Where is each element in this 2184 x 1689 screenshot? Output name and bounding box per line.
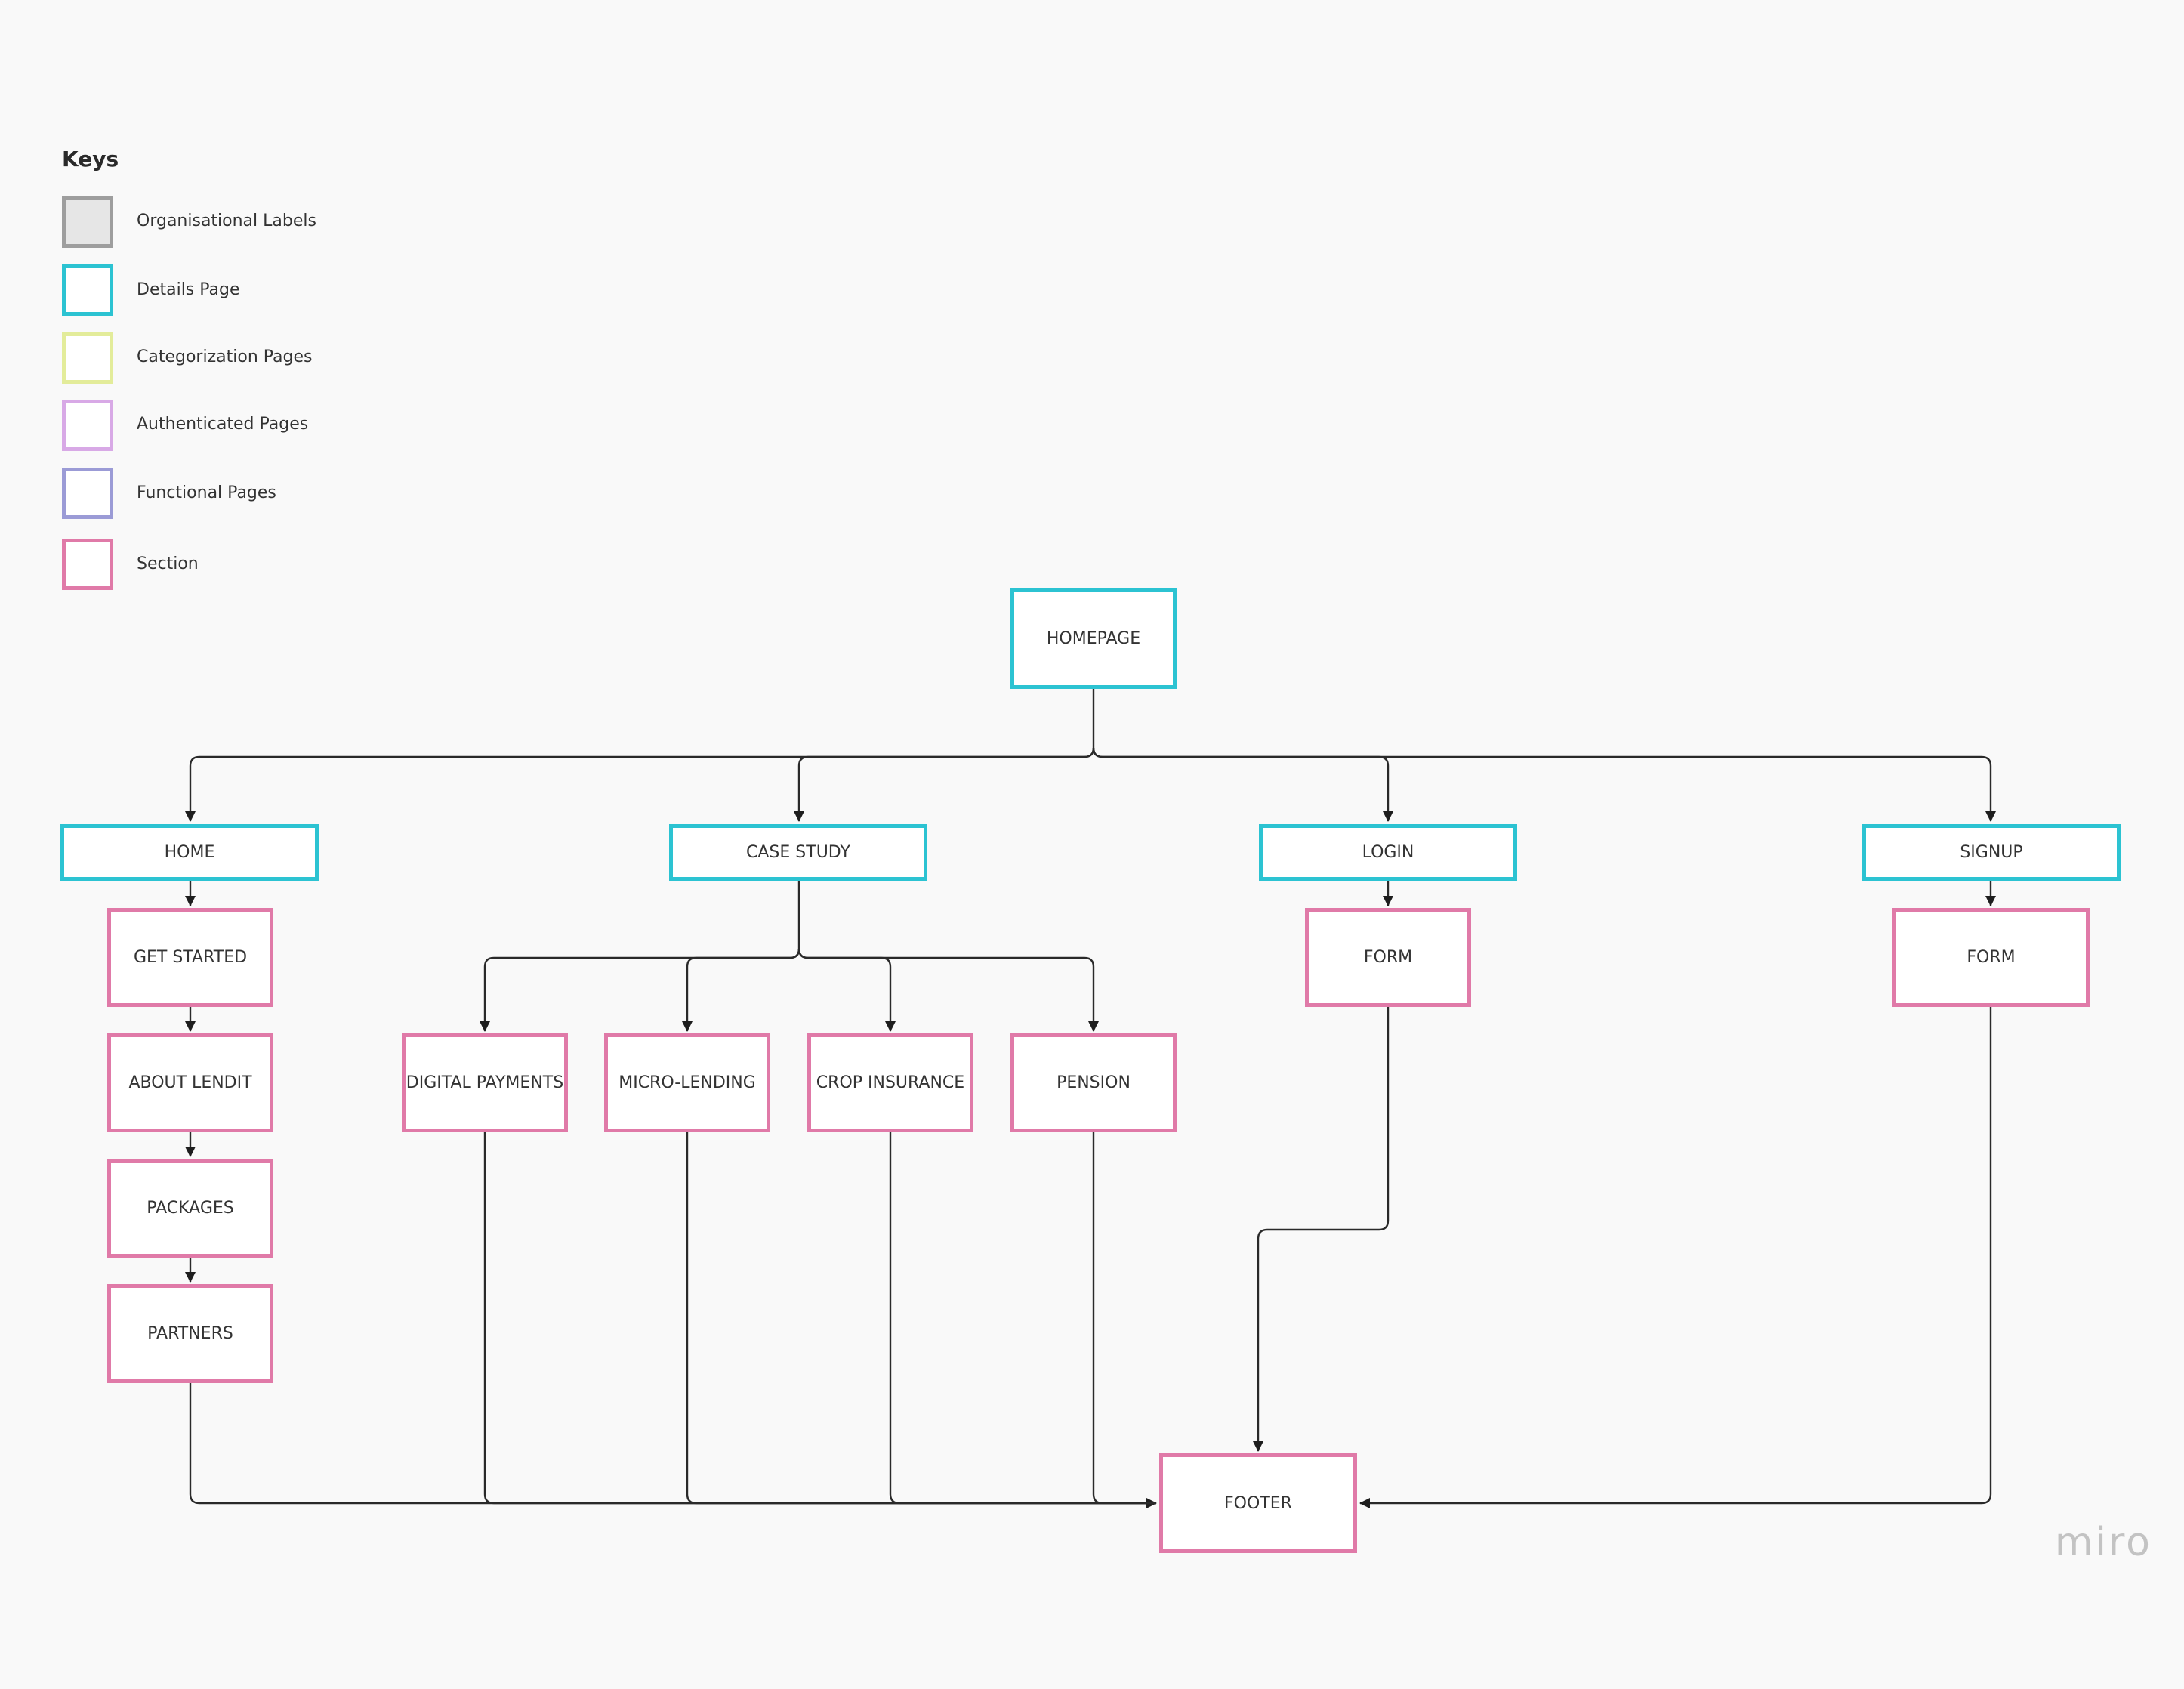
node-micro-lending[interactable]: MICRO-LENDING <box>604 1033 770 1132</box>
legend-label-organisational-labels: Organisational Labels <box>137 212 316 230</box>
legend-swatch-details-page <box>62 264 113 316</box>
legend-label-functional-pages: Functional Pages <box>137 483 276 502</box>
node-home[interactable]: HOME <box>60 824 319 881</box>
node-footer[interactable]: FOOTER <box>1159 1453 1357 1553</box>
connector-homepage-case-study <box>794 747 1095 822</box>
connector-micro-lending-footer <box>686 1132 1156 1505</box>
connector-case-study-crop-insurance <box>797 948 896 1032</box>
connector-pension-footer <box>1092 1132 1156 1505</box>
node-about-lendit[interactable]: ABOUT LENDIT <box>107 1033 273 1132</box>
legend-swatch-organisational-labels <box>62 196 113 248</box>
node-signup[interactable]: SIGNUP <box>1862 824 2121 881</box>
connector-case-study-micro-lending <box>682 948 800 1032</box>
legend-label-authenticated-pages: Authenticated Pages <box>137 415 309 434</box>
legend-swatch-section <box>62 539 113 590</box>
connector-case-study-digital-payments <box>480 948 800 1032</box>
node-login-form[interactable]: FORM <box>1305 908 1471 1007</box>
node-login[interactable]: LOGIN <box>1259 824 1517 881</box>
node-homepage[interactable]: HOMEPAGE <box>1010 588 1177 689</box>
connector-signup-form-footer <box>1359 1007 1992 1508</box>
miro-logo: miro <box>2054 1520 2152 1565</box>
connector-digital-payments-footer <box>483 1132 1156 1505</box>
node-crop-insurance[interactable]: CROP INSURANCE <box>807 1033 973 1132</box>
legend-label-section: Section <box>137 554 199 573</box>
legend-label-details-page: Details Page <box>137 280 240 299</box>
connector-crop-insurance-footer <box>889 1132 1156 1505</box>
connector-homepage-signup <box>1092 747 1996 822</box>
node-digital-payments[interactable]: DIGITAL PAYMENTS <box>402 1033 568 1132</box>
node-get-started[interactable]: GET STARTED <box>107 908 273 1007</box>
legend-title: Keys <box>62 147 119 171</box>
node-packages[interactable]: PACKAGES <box>107 1159 273 1258</box>
connector-partners-footer <box>189 1383 1157 1508</box>
legend-swatch-authenticated-pages <box>62 400 113 451</box>
node-signup-form[interactable]: FORM <box>1892 908 2090 1007</box>
node-partners[interactable]: PARTNERS <box>107 1284 273 1383</box>
connector-homepage-login <box>1092 747 1393 822</box>
legend-swatch-categorization-pages <box>62 332 113 384</box>
connector-case-study-pension <box>797 948 1099 1032</box>
node-pension[interactable]: PENSION <box>1010 1033 1177 1132</box>
node-case-study[interactable]: CASE STUDY <box>669 824 927 881</box>
connector-login-form-footer <box>1253 1007 1390 1452</box>
connector-homepage-home <box>185 747 1095 822</box>
legend-label-categorization-pages: Categorization Pages <box>137 347 313 366</box>
legend-swatch-functional-pages <box>62 468 113 519</box>
